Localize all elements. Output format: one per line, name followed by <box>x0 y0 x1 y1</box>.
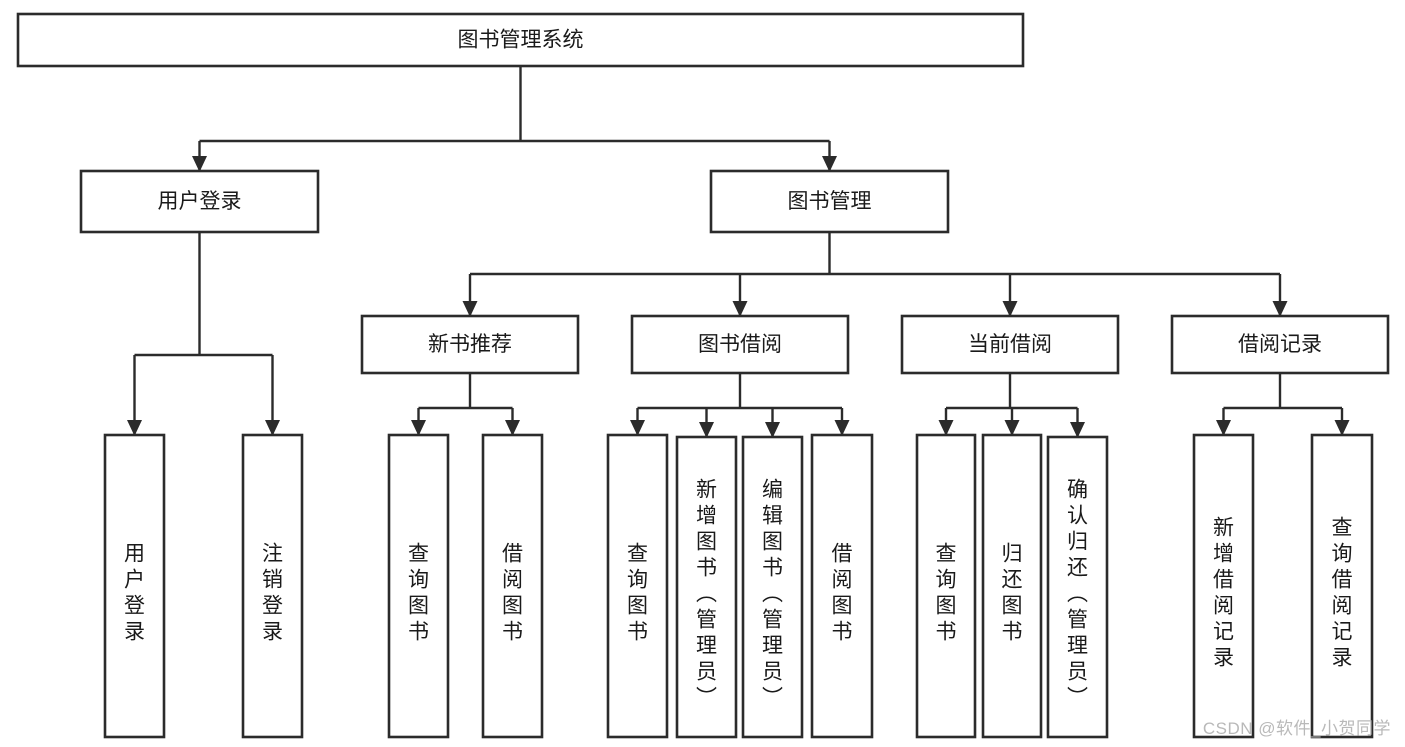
node-leaf-query-book-1-box[interactable] <box>387 433 450 739</box>
node-leaf-borrow-book-1-label: 借阅图书 <box>502 542 523 643</box>
node-root-label: 图书管理系统 <box>458 29 584 52</box>
arrow-head-icon <box>505 420 520 436</box>
arrow-head-icon <box>1004 420 1020 436</box>
arrow-head-icon <box>1334 420 1350 436</box>
arrow-head-icon <box>1272 301 1288 317</box>
node-new-book-rec-label: 新书推荐 <box>428 333 512 356</box>
node-leaf-confirm-return[interactable]: 确认归还︵管理员︶ <box>1046 435 1109 739</box>
arrow-head-icon <box>834 420 850 436</box>
node-current-borrow-box[interactable] <box>900 314 1120 375</box>
node-leaf-add-record-box[interactable] <box>1192 433 1255 739</box>
node-leaf-user-login[interactable]: 用户登录 <box>103 433 166 739</box>
node-leaf-query-book-3-box[interactable] <box>915 433 977 739</box>
node-leaf-query-book-3[interactable]: 查询图书 <box>915 433 977 739</box>
node-book-manage-label: 图书管理 <box>788 190 872 213</box>
node-leaf-borrow-book-1-box[interactable] <box>481 433 544 739</box>
arrow-head-icon <box>1216 420 1231 436</box>
node-leaf-borrow-book-1[interactable]: 借阅图书 <box>481 433 544 739</box>
node-leaf-return-book[interactable]: 归还图书 <box>981 433 1043 739</box>
node-leaf-query-record-box[interactable] <box>1310 433 1374 739</box>
node-user-login-label: 用户登录 <box>158 190 242 213</box>
node-leaf-add-book-label: 新增图书︵管理员︶ <box>696 478 717 709</box>
arrow-head-icon <box>822 156 837 172</box>
node-leaf-user-login-label: 用户登录 <box>124 542 145 643</box>
csdn-watermark: CSDN @软件_小贺同学 <box>1202 719 1391 738</box>
arrow-head-icon <box>732 301 748 317</box>
arrow-head-icon <box>630 420 645 436</box>
arrow-head-icon <box>765 422 780 438</box>
node-leaf-query-book-3-label: 查询图书 <box>936 542 957 643</box>
node-leaf-logout-box[interactable] <box>241 433 304 739</box>
node-layer: 图书管理系统用户登录图书管理新书推荐图书借阅当前借阅借阅记录用户登录注销登录查询… <box>16 12 1390 739</box>
node-leaf-user-login-box[interactable] <box>103 433 166 739</box>
node-new-book-rec-box[interactable] <box>360 314 580 375</box>
node-leaf-query-book-2[interactable]: 查询图书 <box>606 433 669 739</box>
node-leaf-query-book-1[interactable]: 查询图书 <box>387 433 450 739</box>
node-leaf-logout[interactable]: 注销登录 <box>241 433 304 739</box>
node-user-login[interactable]: 用户登录 <box>79 169 320 234</box>
arrow-head-icon <box>699 422 714 438</box>
node-leaf-edit-book-label: 编辑图书︵管理员︶ <box>762 478 783 709</box>
node-leaf-query-book-2-label: 查询图书 <box>627 542 648 643</box>
node-leaf-query-book-2-box[interactable] <box>606 433 669 739</box>
arrow-head-icon <box>265 420 280 436</box>
node-leaf-add-record-label: 新增借阅记录 <box>1213 516 1234 669</box>
node-leaf-query-record-label: 查询借阅记录 <box>1332 516 1353 669</box>
arrow-head-icon <box>127 420 142 436</box>
node-leaf-edit-book-box[interactable] <box>741 435 804 739</box>
arrow-head-icon <box>1070 422 1085 438</box>
node-book-manage-box[interactable] <box>709 169 950 234</box>
node-leaf-add-book-box[interactable] <box>675 435 738 739</box>
node-current-borrow[interactable]: 当前借阅 <box>900 314 1120 375</box>
arrow-head-icon <box>462 301 478 317</box>
node-book-borrow-box[interactable] <box>630 314 850 375</box>
node-leaf-return-book-box[interactable] <box>981 433 1043 739</box>
node-leaf-add-book[interactable]: 新增图书︵管理员︶ <box>675 435 738 739</box>
node-leaf-borrow-book-2[interactable]: 借阅图书 <box>810 433 874 739</box>
node-leaf-query-book-1-label: 查询图书 <box>408 542 429 643</box>
node-leaf-confirm-return-box[interactable] <box>1046 435 1109 739</box>
node-book-borrow[interactable]: 图书借阅 <box>630 314 850 375</box>
node-leaf-borrow-book-2-label: 借阅图书 <box>832 542 853 643</box>
node-borrow-record-label: 借阅记录 <box>1238 333 1322 356</box>
node-root-box[interactable] <box>16 12 1025 68</box>
arrow-head-icon <box>1002 301 1018 317</box>
node-leaf-add-record[interactable]: 新增借阅记录 <box>1192 433 1255 739</box>
node-leaf-return-book-label: 归还图书 <box>1002 542 1023 643</box>
node-current-borrow-label: 当前借阅 <box>968 333 1052 356</box>
node-user-login-box[interactable] <box>79 169 320 234</box>
node-leaf-logout-label: 注销登录 <box>262 542 283 643</box>
node-book-borrow-label: 图书借阅 <box>698 333 782 356</box>
node-new-book-rec[interactable]: 新书推荐 <box>360 314 580 375</box>
node-leaf-confirm-return-label: 确认归还︵管理员︶ <box>1067 478 1088 709</box>
node-leaf-borrow-book-2-box[interactable] <box>810 433 874 739</box>
node-root[interactable]: 图书管理系统 <box>16 12 1025 68</box>
arrow-head-icon <box>192 156 207 172</box>
node-borrow-record[interactable]: 借阅记录 <box>1170 314 1390 375</box>
arrow-head-icon <box>411 420 426 436</box>
node-book-manage[interactable]: 图书管理 <box>709 169 950 234</box>
connector-layer <box>127 66 1350 438</box>
node-leaf-query-record[interactable]: 查询借阅记录 <box>1310 433 1374 739</box>
node-borrow-record-box[interactable] <box>1170 314 1390 375</box>
arrow-head-icon <box>938 420 954 436</box>
node-leaf-edit-book[interactable]: 编辑图书︵管理员︶ <box>741 435 804 739</box>
